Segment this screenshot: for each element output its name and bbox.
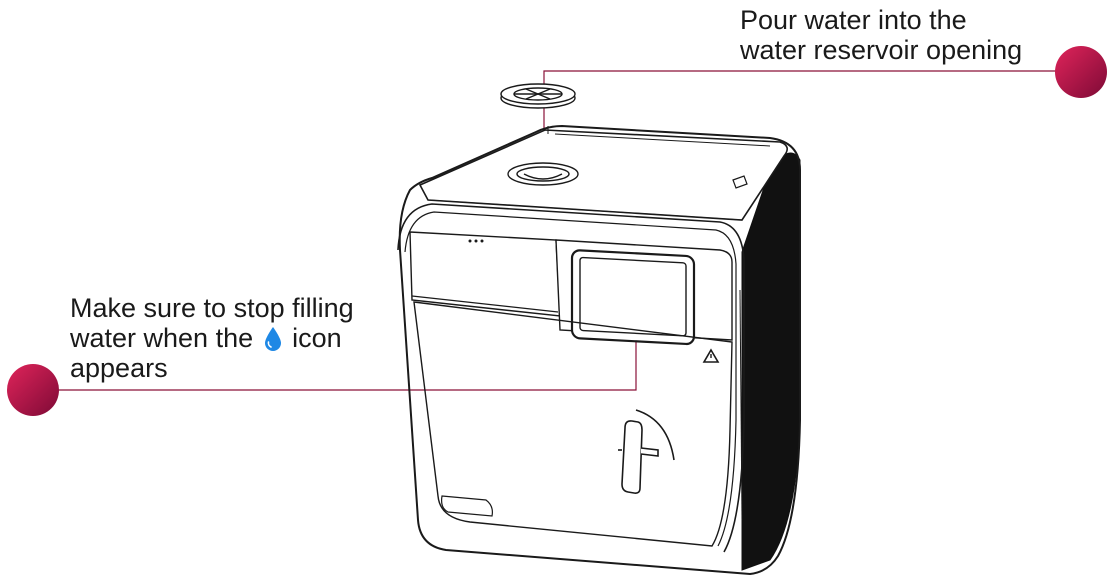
callout-stop-line2-after: icon (292, 323, 342, 353)
status-dots (468, 239, 484, 243)
callout-stop-line2-before: water when the (70, 323, 254, 353)
door-handle (618, 409, 675, 494)
reservoir-opening (507, 162, 579, 186)
leader-line-reservoir (543, 70, 1058, 148)
warning-icon (702, 348, 720, 363)
side-panel (741, 152, 801, 571)
water-drop-icon (264, 327, 281, 351)
callout-reservoir-line1: Pour water into the (740, 5, 967, 35)
callout-reservoir-line2: water reservoir opening (740, 35, 1023, 65)
callout-dot-reservoir (1055, 46, 1107, 98)
callout-stop-line3: appears (70, 353, 168, 383)
lid-lock-icon (732, 175, 748, 189)
reservoir-lid (500, 83, 576, 109)
callout-stop-line1: Make sure to stop filling (70, 293, 354, 323)
callout-reservoir-text: Pour water into the water reservoir open… (740, 5, 1022, 65)
front-door (413, 301, 733, 547)
callout-dot-display (7, 364, 59, 416)
callout-stop-filling-text: Make sure to stop filling water when the… (70, 293, 354, 383)
top-surface (418, 129, 788, 221)
callout-stop-line2: water when the icon (70, 323, 354, 353)
autoclave-body (397, 124, 801, 576)
touch-display (570, 249, 696, 346)
outer-shell (398, 124, 801, 576)
